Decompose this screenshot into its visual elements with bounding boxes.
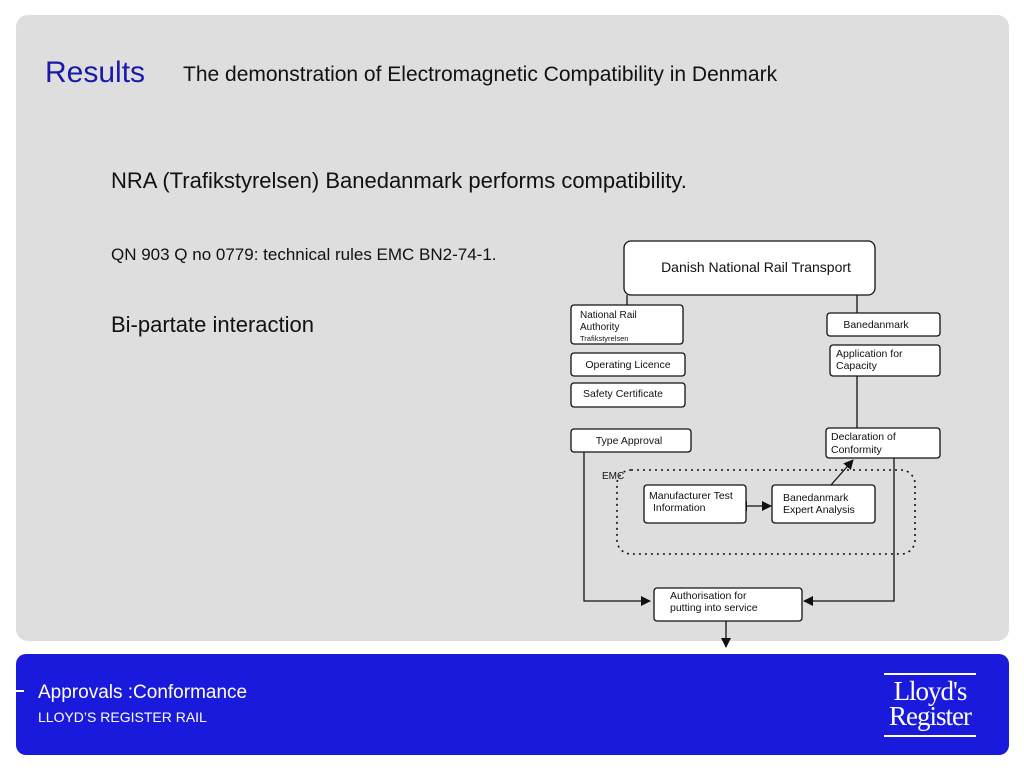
banedanmark-label: Banedanmark <box>843 319 909 331</box>
authorisation-line1: Authorisation for <box>670 590 747 602</box>
declaration-conformity-line1: Declaration of <box>831 431 896 443</box>
danish-national-rail-label: Danish National Rail Transport <box>661 259 851 275</box>
lloyds-register-logo: Lloyd's Register <box>878 670 982 742</box>
manufacturer-test-line2: Information <box>653 502 706 514</box>
type-approval-label: Type Approval <box>596 435 663 447</box>
application-capacity-line1: Application for <box>836 348 903 360</box>
declaration-conformity-line2: Conformity <box>831 444 883 456</box>
safety-certificate-label: Safety Certificate <box>583 388 663 400</box>
banedanmark-box <box>826 312 941 337</box>
footer-bar <box>16 654 1009 755</box>
nra-label-line3: Trafikstyrelsen <box>580 334 628 343</box>
nra-label-line1: National Rail <box>580 310 637 321</box>
emc-region <box>616 469 916 555</box>
slide-title: Results <box>45 56 146 89</box>
expert-analysis-box <box>771 484 876 524</box>
emc-label: EMC <box>602 471 624 482</box>
application-capacity-box <box>829 344 941 377</box>
logo-word-lloyds: Lloyd's <box>893 676 968 706</box>
nra-statement: NRA (Trafikstyrelsen) Banedanmark perfor… <box>111 168 687 193</box>
application-capacity-line2: Capacity <box>836 360 878 372</box>
nra-label-line2: Authority <box>580 322 619 333</box>
bi-partate-statement: Bi-partate interaction <box>111 312 314 337</box>
declaration-conformity-box <box>825 427 941 459</box>
footer-dash <box>14 690 24 692</box>
manufacturer-test-box <box>643 484 747 524</box>
connector-lines <box>583 295 895 648</box>
footer-title: Approvals :Conformance <box>38 682 248 703</box>
logo-bottom-rule <box>884 735 976 737</box>
logo-word-register: Register <box>889 701 972 731</box>
authorisation-line2: putting into service <box>670 602 758 614</box>
footer-subtitle: LLOYD’S REGISTER RAIL <box>38 709 207 725</box>
expert-analysis-line2: Expert Analysis <box>783 504 855 516</box>
operating-licence-label: Operating Licence <box>585 359 670 371</box>
slide-subtitle: The demonstration of Electromagnetic Com… <box>183 63 778 86</box>
logo-top-rule <box>884 673 976 675</box>
qn-rules-statement: QN 903 Q no 0779: technical rules EMC BN… <box>111 245 497 264</box>
authorisation-box <box>653 587 803 622</box>
safety-certificate-box <box>570 382 686 408</box>
nra-box <box>570 304 684 345</box>
type-approval-box <box>570 428 692 453</box>
danish-national-rail-box <box>623 240 876 296</box>
operating-licence-box <box>570 352 686 377</box>
manufacturer-test-line1: Manufacturer Test <box>649 490 733 502</box>
expert-analysis-line1: Banedanmark <box>783 492 849 504</box>
